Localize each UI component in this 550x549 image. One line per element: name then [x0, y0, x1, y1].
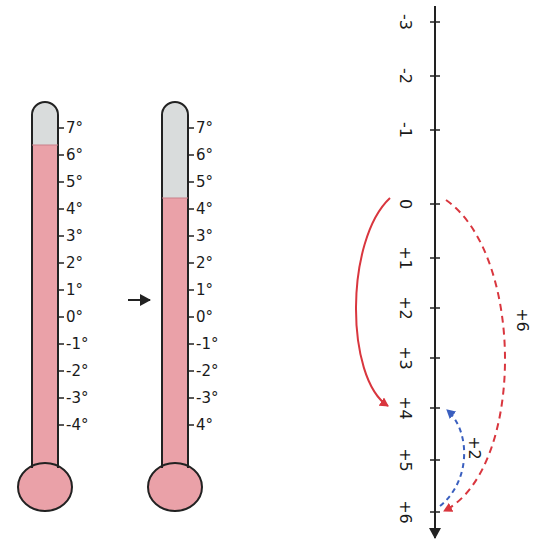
number-label: +5 — [397, 448, 413, 472]
scale-label: 1° — [66, 283, 83, 298]
jump-label: +2 — [466, 436, 482, 460]
scale-label: 7° — [66, 121, 83, 136]
jump-label: +6 — [514, 308, 530, 332]
number-label: +4 — [397, 396, 413, 420]
scale-label: 6° — [66, 148, 83, 163]
scale-label: 7° — [196, 121, 213, 136]
number-label: +6 — [397, 500, 413, 524]
number-label: -1 — [397, 122, 413, 138]
number-label: 0 — [397, 199, 413, 209]
jump-arc — [444, 200, 505, 511]
jump-arc — [356, 198, 390, 406]
scale-label: -2° — [66, 364, 88, 379]
scale-label: 5° — [66, 175, 83, 190]
scale-label: 0° — [196, 310, 213, 325]
scale-label: -4° — [66, 418, 88, 433]
scale-label: 1° — [196, 283, 213, 298]
thermometer-right — [148, 102, 202, 511]
thermometer-left — [18, 102, 72, 511]
number-line — [356, 6, 505, 538]
scale-label: 3° — [196, 229, 213, 244]
scale-label: -3° — [66, 391, 88, 406]
number-label: +2 — [397, 296, 413, 320]
scale-label: 4° — [196, 418, 213, 433]
number-label: -3 — [397, 14, 413, 30]
scale-label: 6° — [196, 148, 213, 163]
scale-label: -1° — [196, 337, 218, 352]
scale-label: 4° — [196, 202, 213, 217]
scale-label: 5° — [196, 175, 213, 190]
number-label: -2 — [397, 68, 413, 84]
scale-label: 2° — [66, 256, 83, 271]
scale-label: 0° — [66, 310, 83, 325]
scale-label: -3° — [196, 391, 218, 406]
scale-label: 4° — [66, 202, 83, 217]
change-arrow — [128, 299, 150, 301]
scale-label: 3° — [66, 229, 83, 244]
number-label: +1 — [397, 246, 413, 270]
scale-label: -2° — [196, 364, 218, 379]
number-label: +3 — [397, 346, 413, 370]
scale-label: 2° — [196, 256, 213, 271]
scale-label: -1° — [66, 337, 88, 352]
jump-arc — [440, 410, 464, 506]
